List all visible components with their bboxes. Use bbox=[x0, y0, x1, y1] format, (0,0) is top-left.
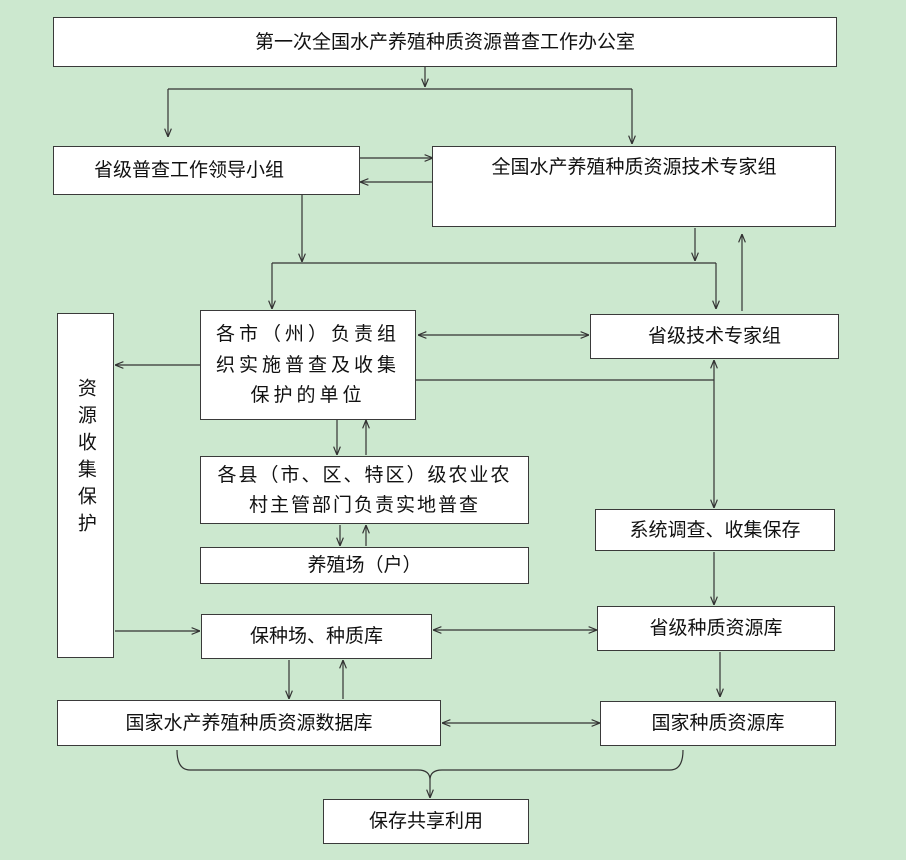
national-database-box: 国家水产养殖种质资源数据库 bbox=[57, 700, 441, 746]
provincial-germplasm-label: 省级种质资源库 bbox=[649, 617, 783, 640]
city-units-label: 各市（州）负责组织实施普查及收集保护的单位 bbox=[215, 323, 400, 407]
sharing-label: 保存共享利用 bbox=[368, 810, 483, 833]
provincial-expert-group-label: 省级技术专家组 bbox=[647, 325, 781, 348]
national-expert-group-box: 全国水产养殖种质资源技术专家组 bbox=[432, 146, 836, 227]
national-germplasm-box: 国家种质资源库 bbox=[600, 701, 836, 746]
farms-box: 养殖场（户） bbox=[200, 547, 529, 584]
provincial-leading-group-label: 省级普查工作领导小组 bbox=[94, 159, 285, 182]
system-survey-box: 系统调查、收集保存 bbox=[595, 509, 835, 551]
national-office-box: 第一次全国水产养殖种质资源普查工作办公室 bbox=[53, 17, 837, 67]
city-units-box: 各市（州）负责组织实施普查及收集保护的单位 bbox=[200, 310, 416, 420]
breeding-farms-label: 保种场、种质库 bbox=[249, 625, 383, 648]
national-germplasm-label: 国家种质资源库 bbox=[651, 712, 785, 735]
resource-collection-box: 资源收集保护 bbox=[57, 313, 114, 658]
resource-collection-label: 资源收集保护 bbox=[74, 378, 97, 540]
provincial-leading-group-box: 省级普查工作领导小组 bbox=[53, 146, 360, 195]
system-survey-label: 系统调查、收集保存 bbox=[629, 518, 801, 541]
national-expert-group-label: 全国水产养殖种质资源技术专家组 bbox=[491, 156, 777, 178]
farms-label: 养殖场（户） bbox=[307, 554, 422, 577]
county-departments-box: 各县（市、区、特区）级农业农村主管部门负责实地普查 bbox=[200, 456, 529, 524]
county-departments-label: 各县（市、区、特区）级农业农村主管部门负责实地普查 bbox=[217, 463, 512, 516]
merge-brace bbox=[176, 749, 684, 781]
breeding-farms-box: 保种场、种质库 bbox=[201, 614, 432, 659]
provincial-germplasm-box: 省级种质资源库 bbox=[597, 606, 835, 651]
national-office-label: 第一次全国水产养殖种质资源普查工作办公室 bbox=[254, 30, 635, 53]
national-database-label: 国家水产养殖种质资源数据库 bbox=[125, 711, 373, 734]
sharing-box: 保存共享利用 bbox=[323, 799, 529, 844]
provincial-expert-group-box: 省级技术专家组 bbox=[590, 314, 839, 359]
